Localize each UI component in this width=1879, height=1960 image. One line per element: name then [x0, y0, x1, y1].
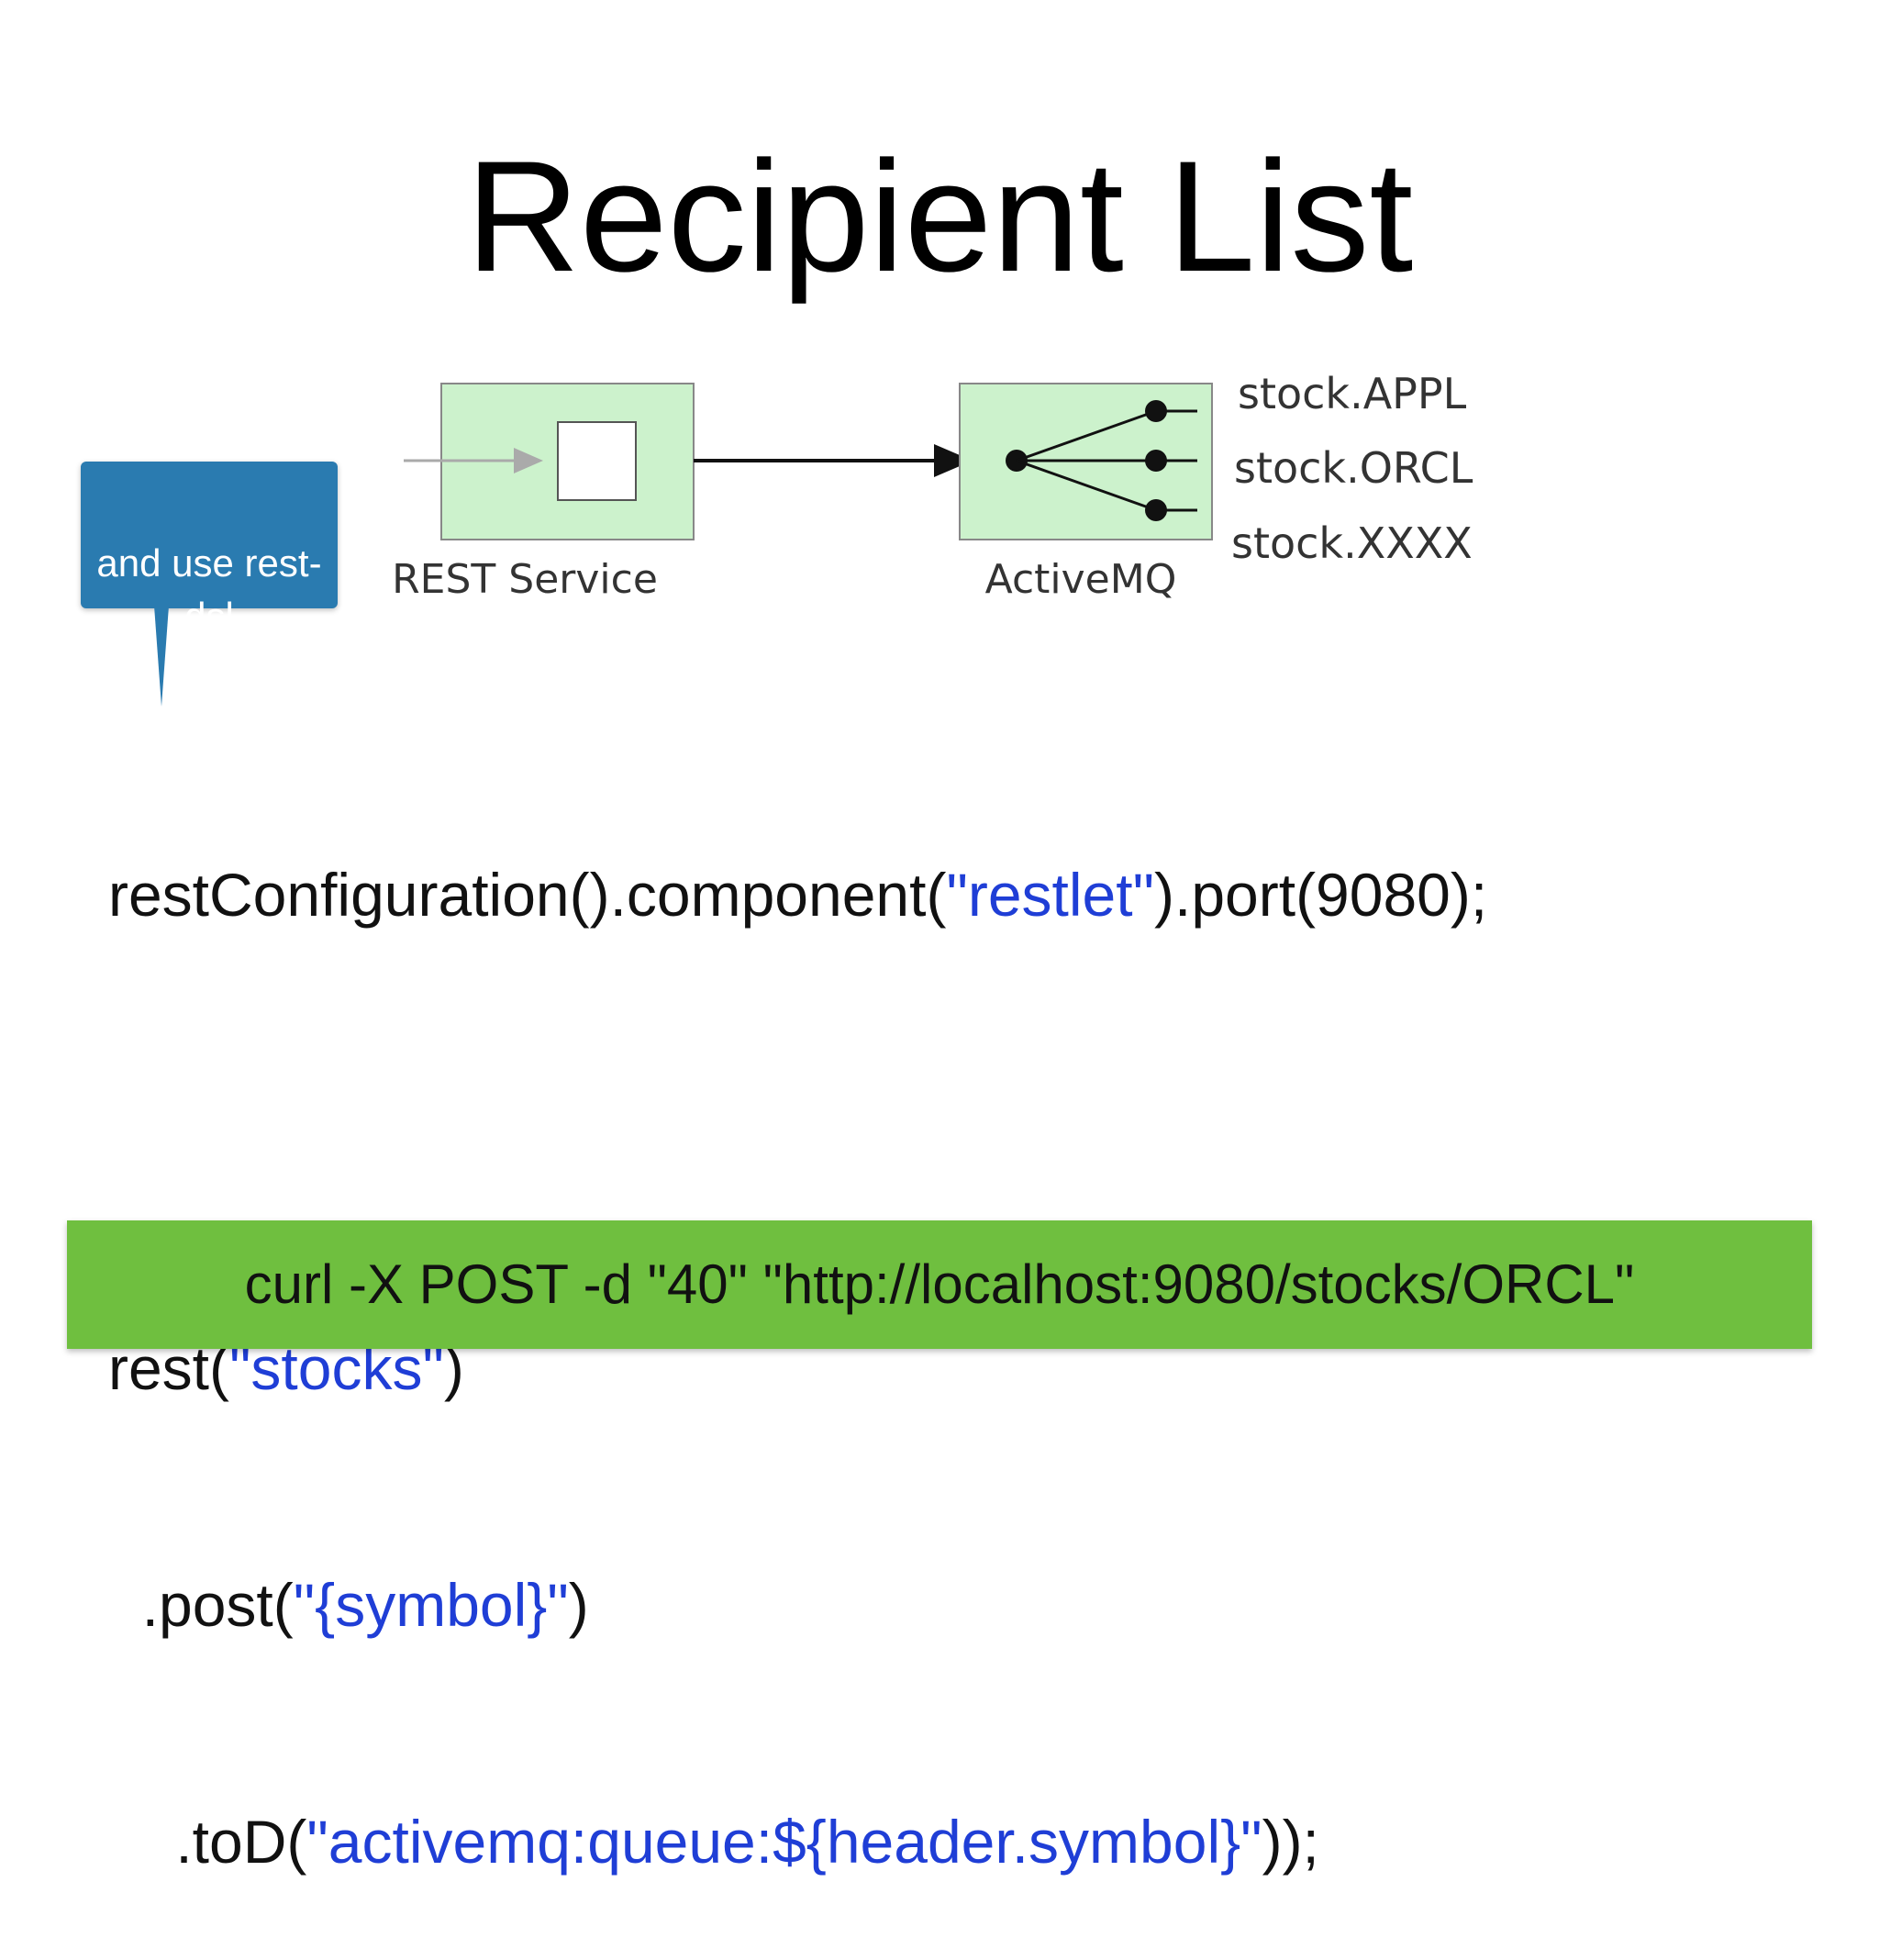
fanout-line-top [1016, 409, 1157, 462]
callout-box [81, 462, 338, 608]
code-text: restConfiguration().component( [108, 861, 947, 929]
rest-endpoint-square [557, 421, 637, 501]
code-text: ).port(9080); [1154, 861, 1488, 929]
code-string: "{symbol}" [293, 1571, 569, 1639]
activemq-label: ActiveMQ [985, 556, 1177, 603]
code-text: ) [443, 1334, 464, 1402]
code-text: .post( [108, 1571, 294, 1639]
callout-text: and use rest-dsl [96, 541, 322, 638]
incoming-arrow-head [514, 448, 543, 473]
queue-label-xxxx: stock.XXXX [1231, 518, 1473, 568]
curl-command-text: curl -X POST -d "40" "http://localhost:9… [244, 1253, 1635, 1315]
slide-title: Recipient List [465, 128, 1414, 305]
code-blank-line [108, 1092, 1487, 1171]
code-line-tod: .toD("activemq:queue:${header.symbol}"))… [108, 1802, 1487, 1881]
code-line-post: .post("{symbol}") [108, 1565, 1487, 1644]
code-string: "activemq:queue:${header.symbol}" [306, 1808, 1262, 1876]
code-text: .toD( [108, 1808, 307, 1876]
recipient-list-diagram: REST Service ActiveMQ stock.APPL stock.O… [385, 349, 1532, 642]
rest-service-label: REST Service [392, 556, 658, 603]
code-text: )); [1262, 1808, 1319, 1876]
callout-pointer [154, 606, 169, 707]
queue-label-orcl: stock.ORCL [1234, 443, 1473, 493]
code-line-rest-configuration: restConfiguration().component("restlet")… [108, 855, 1487, 934]
queue-label-appl: stock.APPL [1238, 369, 1467, 418]
code-string: "restlet" [946, 861, 1155, 929]
fanout-line-bottom [1016, 459, 1157, 512]
connector-arrow-head [934, 444, 973, 477]
code-text: ) [568, 1571, 589, 1639]
curl-command-bar: curl -X POST -d "40" "http://localhost:9… [67, 1220, 1812, 1349]
